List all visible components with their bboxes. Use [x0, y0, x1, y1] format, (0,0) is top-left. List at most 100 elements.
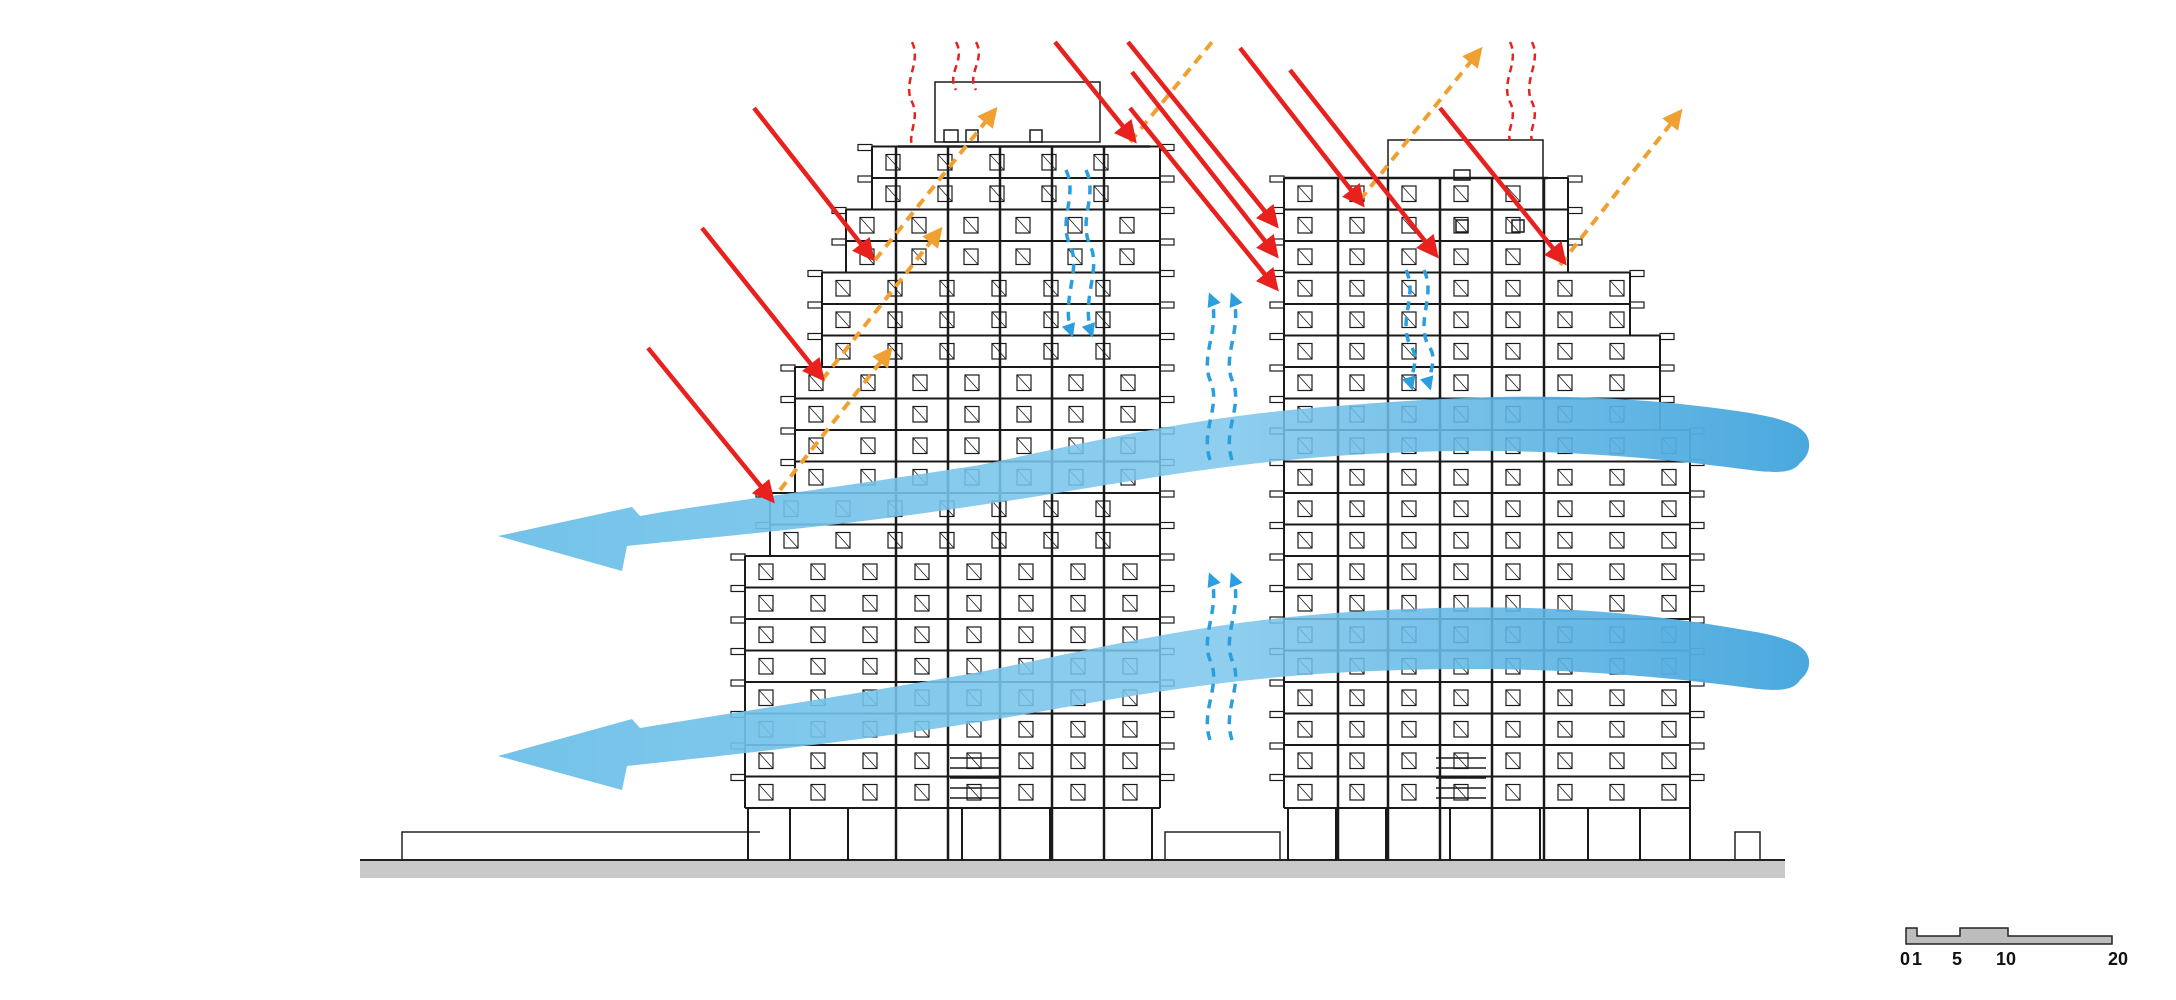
window: [1557, 752, 1573, 770]
window: [1297, 500, 1313, 518]
window: [1609, 279, 1625, 297]
window: [1018, 783, 1034, 801]
window: [862, 657, 878, 675]
window: [1609, 689, 1625, 707]
window: [1070, 626, 1086, 644]
stack-ventilation: [1061, 169, 1435, 741]
window: [1401, 500, 1417, 518]
window: [1401, 279, 1417, 297]
window: [1297, 216, 1313, 234]
window: [1453, 563, 1469, 581]
window: [1661, 563, 1677, 581]
window: [1609, 531, 1625, 549]
window: [1093, 185, 1109, 203]
wind-band-upper: [498, 396, 1810, 571]
window: [1609, 752, 1625, 770]
window: [783, 531, 799, 549]
window: [1401, 468, 1417, 486]
window: [1661, 500, 1677, 518]
window: [1016, 374, 1032, 392]
window: [1505, 311, 1521, 329]
window: [1297, 248, 1313, 266]
window: [1557, 531, 1573, 549]
window: [966, 594, 982, 612]
window: [989, 185, 1005, 203]
window: [1661, 689, 1677, 707]
wind-flow: [498, 396, 1810, 790]
window: [1557, 279, 1573, 297]
window: [758, 594, 774, 612]
window: [1122, 783, 1138, 801]
scale-label-0: 0: [1900, 949, 1910, 969]
window: [1297, 594, 1313, 612]
window: [758, 752, 774, 770]
tower-right: [1269, 139, 1705, 860]
window: [914, 563, 930, 581]
window: [1120, 405, 1136, 423]
window: [1401, 783, 1417, 801]
window: [1401, 689, 1417, 707]
window: [1122, 594, 1138, 612]
solar-radiation: [646, 40, 1567, 504]
window: [862, 563, 878, 581]
window: [1505, 279, 1521, 297]
window: [1349, 563, 1365, 581]
scale-label-10: 10: [1996, 949, 2016, 969]
window: [1453, 248, 1469, 266]
window: [1661, 468, 1677, 486]
window: [1068, 374, 1084, 392]
window: [1349, 752, 1365, 770]
window: [966, 783, 982, 801]
window: [1119, 216, 1135, 234]
window: [1505, 248, 1521, 266]
window: [1297, 563, 1313, 581]
window: [1349, 311, 1365, 329]
window: [1557, 783, 1573, 801]
window: [1297, 752, 1313, 770]
window: [808, 405, 824, 423]
window: [1557, 563, 1573, 581]
window: [1297, 311, 1313, 329]
window: [1505, 500, 1521, 518]
window: [966, 563, 982, 581]
window: [810, 752, 826, 770]
window: [1297, 783, 1313, 801]
window: [911, 248, 927, 266]
window: [810, 594, 826, 612]
window: [1401, 185, 1417, 203]
window: [1018, 563, 1034, 581]
window: [1661, 752, 1677, 770]
window: [1297, 468, 1313, 486]
window: [1297, 531, 1313, 549]
window: [963, 216, 979, 234]
window: [810, 563, 826, 581]
window: [1505, 531, 1521, 549]
window: [1018, 720, 1034, 738]
window: [810, 657, 826, 675]
window: [810, 783, 826, 801]
window: [1349, 720, 1365, 738]
window: [1122, 720, 1138, 738]
wind-band-lower: [498, 607, 1810, 790]
window: [1661, 783, 1677, 801]
window: [1453, 185, 1469, 203]
window: [1557, 720, 1573, 738]
window: [964, 437, 980, 455]
window: [1041, 153, 1057, 171]
window: [1349, 279, 1365, 297]
scale-bar: 0 1 5 10 20: [1900, 927, 2128, 969]
window: [964, 405, 980, 423]
window: [963, 248, 979, 266]
window: [911, 216, 927, 234]
scale-label-5: 5: [1952, 949, 1962, 969]
window: [966, 626, 982, 644]
window: [937, 185, 953, 203]
window: [1041, 185, 1057, 203]
window: [835, 342, 851, 360]
window: [1453, 783, 1469, 801]
window: [1609, 468, 1625, 486]
window: [989, 153, 1005, 171]
window: [964, 374, 980, 392]
window: [758, 783, 774, 801]
